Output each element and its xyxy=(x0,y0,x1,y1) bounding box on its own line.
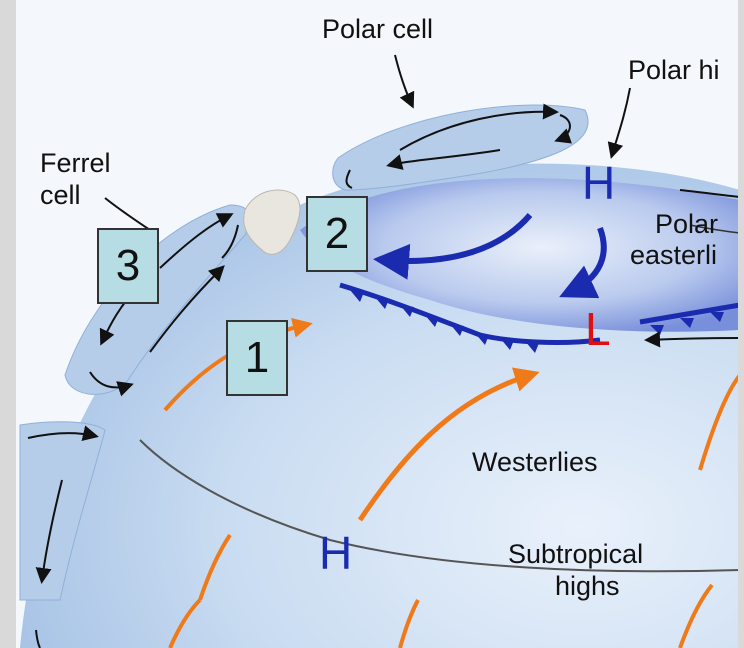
ferrel-cell-label-line2: cell xyxy=(40,180,81,210)
frame-left-border xyxy=(0,0,16,648)
marker-1: 1 xyxy=(226,320,288,396)
westerlies-label: Westerlies xyxy=(472,447,598,477)
subtropical-highs-label-line1: Subtropical xyxy=(508,539,643,569)
marker-2: 2 xyxy=(306,196,368,272)
polar-high-label: Polar hi xyxy=(628,55,720,85)
polar-cell-label: Polar cell xyxy=(322,14,433,44)
marker-3: 3 xyxy=(97,228,159,304)
frame-right-border xyxy=(738,0,744,648)
subtropical-high-pressure-symbol: H xyxy=(319,530,352,576)
polar-easterlies-label-line1: Polar xyxy=(655,209,718,239)
subtropical-highs-label-line2: highs xyxy=(555,571,620,601)
subpolar-low-pressure-symbol: L xyxy=(585,306,611,352)
polar-easterlies-label-line2: easterli xyxy=(630,240,717,270)
ferrel-cell-label-line1: Ferrel xyxy=(40,148,111,178)
polar-high-pressure-symbol: H xyxy=(582,160,615,206)
